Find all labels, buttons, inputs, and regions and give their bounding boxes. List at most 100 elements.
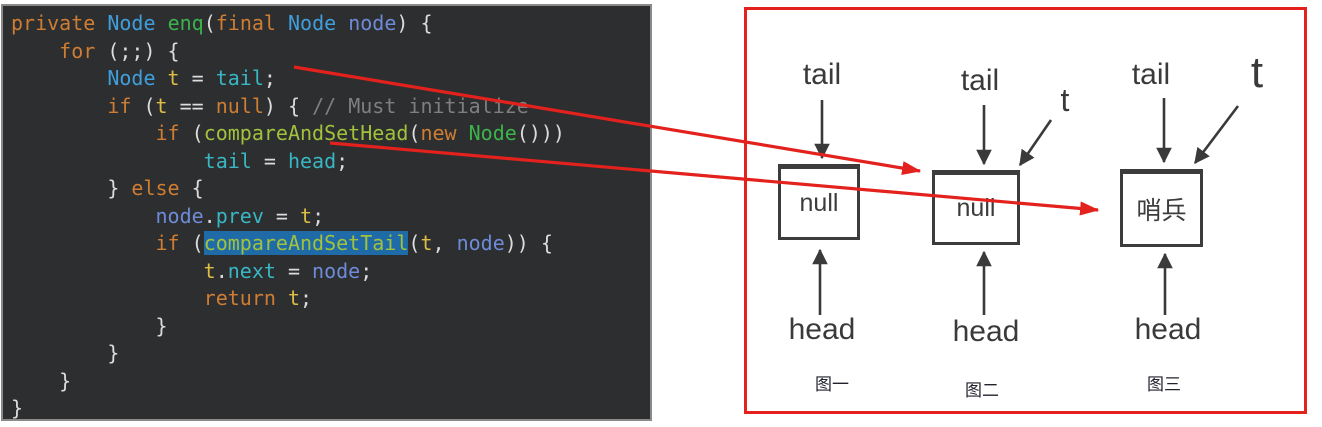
code-token: ( [408, 121, 421, 145]
code-token: next [227, 258, 276, 283]
figure3-t-label: t [1250, 48, 1264, 97]
figure1-head-label: head [788, 313, 856, 346]
code-token [95, 11, 107, 35]
code-line: return t; [11, 285, 650, 313]
code-token: return [203, 286, 276, 310]
figure1-caption: 图一 [815, 375, 849, 395]
code-line: } [11, 395, 650, 420]
code-token: Node [468, 121, 517, 145]
code-token: ( [408, 231, 421, 255]
figure3-tail-label: tail [1131, 58, 1171, 91]
code-token: } [11, 176, 132, 200]
code-token [11, 94, 107, 118]
code-token [156, 66, 168, 90]
figure2-t-arrow [1018, 119, 1053, 167]
figure3-t-arrow [1193, 105, 1240, 165]
figure1-node-value: null [799, 188, 839, 217]
diagram-panel: tail null head 图一 tail t null head 图二 ta… [744, 7, 1307, 414]
code-token: t [167, 66, 180, 90]
code-token: // Must initialize [312, 93, 529, 118]
code-token: enq [167, 11, 204, 35]
code-token: tail [215, 66, 264, 90]
figure2-caption: 图二 [965, 381, 999, 401]
code-token: , [432, 231, 457, 255]
code-token: Node [288, 11, 337, 35]
code-token: ( [179, 231, 204, 255]
figure2-tail-label: tail [960, 64, 1000, 97]
code-token: )) { [504, 231, 553, 255]
code-line: private Node enq(final Node node) { [11, 10, 650, 38]
figure3-head-label: head [1134, 313, 1202, 346]
figure2-node-value: null [956, 194, 996, 222]
code-token [11, 149, 204, 173]
code-token [276, 286, 288, 310]
code-token: ; [336, 148, 349, 173]
code-token: private [11, 11, 96, 35]
code-token: ())) [516, 121, 565, 145]
code-token: . [215, 258, 228, 283]
code-token: } [11, 341, 120, 365]
code-line: } [11, 313, 650, 341]
code-token: ( [179, 121, 204, 145]
code-line: if (compareAndSetTail(t, node)) { [11, 230, 650, 258]
code-token: new [420, 121, 457, 145]
code-line: if (t == null) { // Must initialize [11, 93, 650, 121]
code-editor: private Node enq(final Node node) { for … [1, 4, 652, 421]
code-token: final [215, 11, 276, 35]
figure2-head-label: head [952, 315, 1020, 348]
figure2-t-label: t [1060, 82, 1070, 118]
code-token [11, 231, 156, 255]
code-token [457, 121, 469, 145]
code-token [11, 204, 156, 228]
code-token [11, 39, 59, 63]
code-token: head [287, 148, 337, 173]
code-token: = [275, 258, 313, 283]
code-token: { [179, 176, 204, 200]
code-token: ) { [396, 11, 433, 35]
code-token: (;;) { [95, 38, 180, 63]
code-token: t [420, 231, 433, 255]
code-token: = [251, 148, 288, 173]
code-token: . [203, 203, 216, 228]
code-token: prev [215, 203, 264, 228]
code-token: t [287, 286, 300, 310]
code-line: for (;;) { [11, 38, 650, 66]
code-token: } [11, 396, 24, 420]
code-token [11, 286, 204, 310]
code-token: compareAndSetTail [203, 231, 409, 255]
code-token: compareAndSetHead [203, 121, 409, 145]
code-token: ( [131, 93, 156, 118]
code-token: null [215, 93, 264, 118]
code-token [11, 121, 156, 145]
code-line: node.prev = t; [11, 203, 650, 231]
figure3-node-value: 哨兵 [1136, 197, 1187, 225]
code-token: for [59, 38, 96, 63]
code-token [11, 66, 107, 90]
code-token: if [107, 93, 132, 118]
code-token: ) { [263, 93, 313, 118]
code-token: Node [107, 66, 156, 90]
code-token: else [131, 176, 180, 200]
code-token: tail [203, 148, 252, 173]
code-token: ( [203, 11, 216, 35]
code-token: ; [263, 66, 276, 90]
code-token [336, 11, 348, 35]
figure3-node-box: 哨兵 [1120, 169, 1203, 247]
code-token [276, 11, 288, 35]
figure3-caption: 图三 [1147, 375, 1181, 395]
code-line: if (compareAndSetHead(new Node())) [11, 120, 650, 148]
code-token: == [167, 93, 216, 118]
code-line: tail = head; [11, 148, 650, 176]
code-token: } [11, 368, 72, 393]
code-token: Node [107, 11, 156, 35]
code-token: ; [312, 203, 325, 228]
code-line: } [11, 368, 650, 396]
code-token: node [456, 231, 505, 255]
code-token: } [11, 313, 168, 338]
code-token [11, 259, 204, 283]
code-line: Node t = tail; [11, 65, 650, 93]
code-token [156, 11, 168, 35]
code-token: t [300, 203, 313, 228]
code-token: ; [360, 258, 373, 283]
